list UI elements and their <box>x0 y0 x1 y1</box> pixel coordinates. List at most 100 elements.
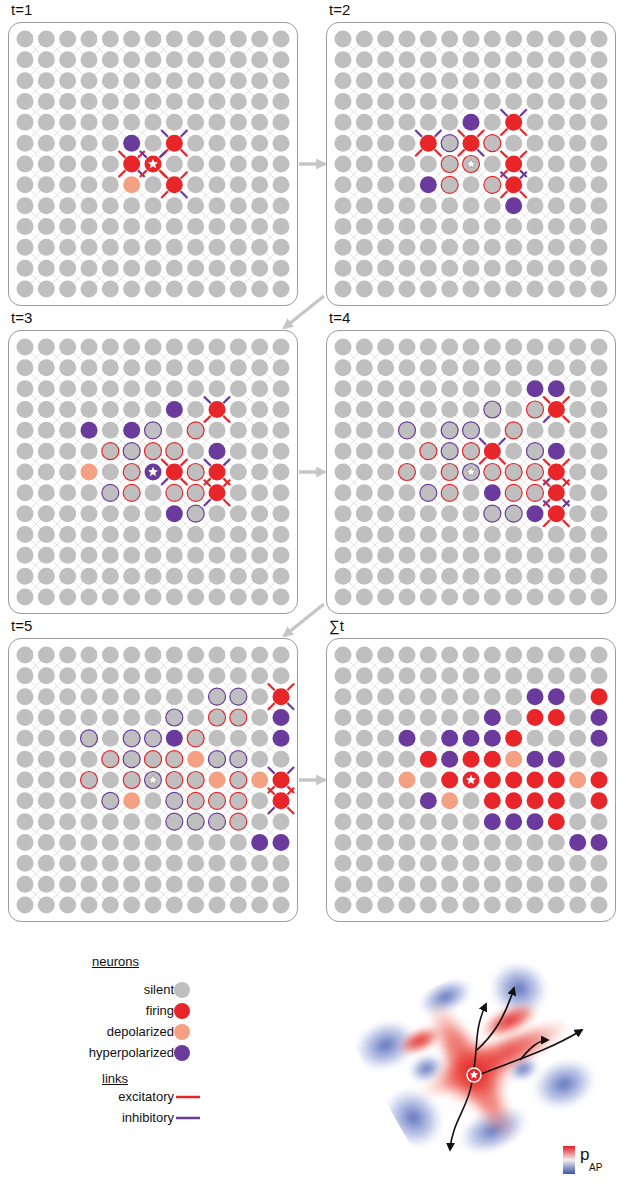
neuron <box>505 526 522 543</box>
neuron <box>441 484 458 501</box>
neuron <box>335 339 352 356</box>
neuron <box>548 197 565 214</box>
neuron <box>484 339 501 356</box>
neuron <box>591 260 608 277</box>
neuron <box>81 51 98 68</box>
neuron <box>484 401 501 418</box>
neuron <box>505 380 522 397</box>
neuron <box>356 135 373 152</box>
neuron <box>335 51 352 68</box>
neuron <box>335 505 352 522</box>
neuron <box>399 135 416 152</box>
neuron <box>273 31 290 48</box>
neuron <box>335 218 352 235</box>
neuron <box>591 422 608 439</box>
origin-star <box>470 1071 479 1079</box>
neuron <box>548 93 565 110</box>
neuron <box>569 31 586 48</box>
neuron <box>81 31 98 48</box>
neuron <box>59 339 76 356</box>
neuron <box>484 156 501 173</box>
neuron <box>420 339 437 356</box>
neuron <box>273 505 290 522</box>
neuron <box>548 281 565 298</box>
neuron <box>356 443 373 460</box>
neuron <box>102 218 119 235</box>
neuron <box>484 422 501 439</box>
neuron-grid <box>17 647 295 914</box>
neuron <box>484 380 501 397</box>
neuron <box>377 547 394 564</box>
neuron <box>335 72 352 89</box>
neuron <box>569 135 586 152</box>
neuron <box>187 239 204 256</box>
neuron <box>463 176 480 193</box>
neuron <box>484 505 501 522</box>
neuron <box>356 218 373 235</box>
neuron <box>209 114 226 131</box>
neuron <box>569 380 586 397</box>
neuron <box>335 443 352 460</box>
neuron <box>123 72 140 89</box>
synapse-link <box>119 151 126 158</box>
neuron <box>399 380 416 397</box>
neuron <box>209 135 226 152</box>
neuron <box>187 135 204 152</box>
neuron <box>123 401 140 418</box>
neuron <box>505 31 522 48</box>
neuron <box>230 176 247 193</box>
neuron <box>230 114 247 131</box>
neuron <box>399 93 416 110</box>
neuron <box>81 72 98 89</box>
neuron <box>377 505 394 522</box>
synapse-link <box>520 151 527 158</box>
neuron <box>38 568 55 585</box>
neuron <box>230 464 247 481</box>
neuron <box>209 589 226 606</box>
neuron <box>166 93 183 110</box>
neuron <box>209 464 226 481</box>
neuron <box>273 114 290 131</box>
neuron <box>399 443 416 460</box>
neuron <box>209 156 226 173</box>
neuron <box>251 401 268 418</box>
neuron <box>166 464 183 481</box>
neuron <box>335 114 352 131</box>
synapse-link <box>501 151 508 158</box>
neuron <box>187 422 204 439</box>
neuron <box>145 239 162 256</box>
synapse-link <box>181 191 188 198</box>
neuron <box>102 589 119 606</box>
neuron <box>356 31 373 48</box>
neuron <box>399 422 416 439</box>
neuron <box>166 339 183 356</box>
neuron <box>441 72 458 89</box>
synapse-link <box>477 150 484 157</box>
neuron <box>38 72 55 89</box>
neuron <box>569 114 586 131</box>
neuron <box>505 359 522 376</box>
neuron <box>484 443 501 460</box>
neuron <box>484 359 501 376</box>
neuron <box>591 401 608 418</box>
neuron <box>81 401 98 418</box>
neuron <box>59 176 76 193</box>
neuron <box>81 176 98 193</box>
neuron <box>484 589 501 606</box>
neuron <box>102 505 119 522</box>
neuron <box>505 197 522 214</box>
neuron <box>123 93 140 110</box>
neuron <box>505 93 522 110</box>
neuron <box>505 156 522 173</box>
neuron <box>123 422 140 439</box>
neuron <box>81 464 98 481</box>
neuron <box>441 156 458 173</box>
neuron <box>187 589 204 606</box>
neuron <box>123 51 140 68</box>
neuron <box>38 197 55 214</box>
origin-neuron <box>467 1068 481 1082</box>
neuron <box>59 72 76 89</box>
neuron <box>38 547 55 564</box>
neuron <box>420 281 437 298</box>
neuron <box>273 197 290 214</box>
